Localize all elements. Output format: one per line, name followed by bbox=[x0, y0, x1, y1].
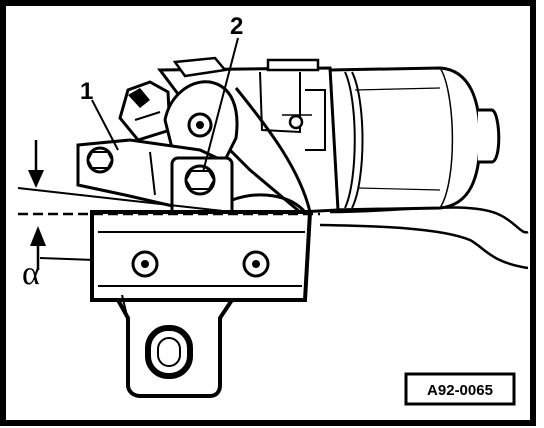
panel-contour-lower bbox=[319, 223, 529, 270]
motor-housing bbox=[328, 66, 501, 212]
angle-label: α bbox=[22, 255, 40, 292]
mounting-tab bbox=[114, 294, 236, 398]
mounting-bracket bbox=[90, 87, 313, 302]
crank-plate bbox=[163, 80, 239, 162]
callout-1: 1 bbox=[80, 78, 93, 105]
figure-code: A92-0065 bbox=[427, 382, 493, 399]
figure-code-box bbox=[404, 372, 516, 406]
angle-leg-line bbox=[17, 187, 233, 213]
panel-contour-left bbox=[39, 257, 96, 261]
leader-line-2 bbox=[202, 37, 239, 173]
leader-line-1 bbox=[91, 99, 119, 151]
angle-arrows bbox=[28, 140, 46, 270]
callout-2: 2 bbox=[230, 13, 243, 40]
